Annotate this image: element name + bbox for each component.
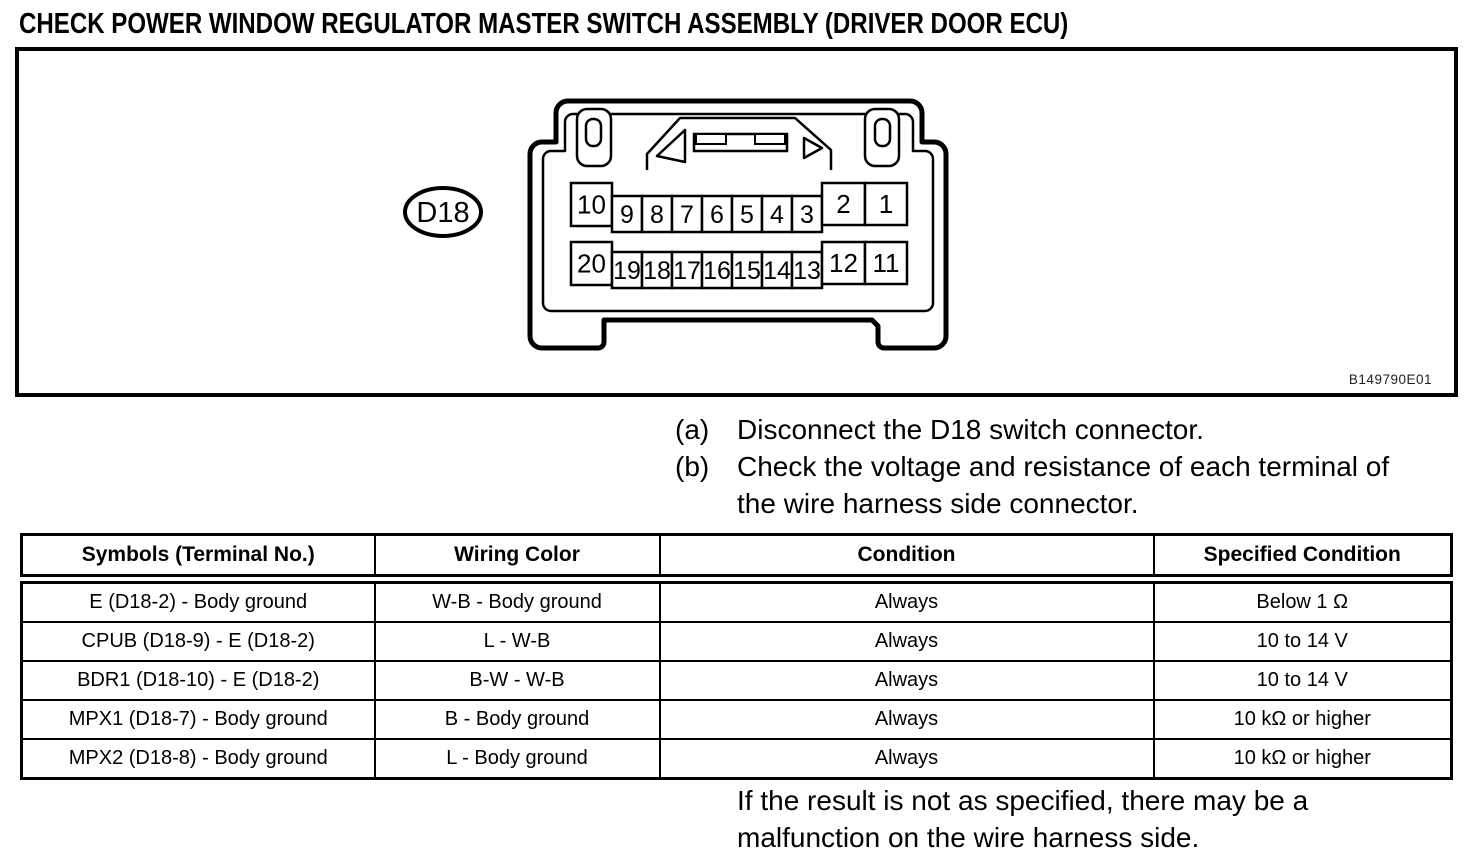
latch-notch-left (695, 133, 727, 145)
step-text: Check the voltage and resistance of each… (737, 451, 1390, 519)
table-cell: Always (658, 578, 1155, 623)
table-cell: 10 to 14 V (1152, 660, 1453, 701)
pin-number: 4 (770, 201, 784, 229)
pin-number: 17 (673, 257, 701, 285)
pin-number: 14 (763, 257, 791, 285)
table-cell: BDR1 (D18-10) - E (D18-2) (20, 660, 376, 701)
table-cell: Always (658, 660, 1155, 701)
pin-box (730, 194, 764, 234)
pin-number: 12 (829, 248, 858, 278)
pin-box (700, 194, 734, 234)
procedure-step: (a) Disconnect the D18 switch connector. (675, 411, 1420, 448)
left-tab-slot (584, 117, 603, 148)
table-cell: MPX2 (D18-8) - Body ground (20, 738, 376, 780)
pin-box (610, 250, 644, 290)
pin-number: 15 (733, 257, 761, 285)
connector-inner-line (541, 112, 935, 313)
table-cell: 10 kΩ or higher (1152, 699, 1453, 740)
table-cell: MPX1 (D18-7) - Body ground (20, 699, 376, 740)
pin-number: 7 (680, 201, 694, 229)
column-header: Specified Condition (1152, 533, 1453, 584)
step-marker: (a) (675, 414, 710, 445)
procedure-step: (b) Check the voltage and resistance of e… (675, 448, 1420, 522)
pin-number: 16 (703, 257, 731, 285)
pin-number: 1 (879, 189, 893, 219)
pin-number: 6 (710, 201, 724, 229)
latch-wedge-right (802, 136, 824, 160)
procedure-steps: (a)Disconnect the D18 switch connector.(… (675, 411, 1420, 522)
pin-box (569, 240, 614, 287)
pin-number: 5 (740, 201, 754, 229)
pin-number: 13 (793, 257, 821, 285)
pin-box (863, 240, 909, 286)
pin-box (670, 250, 704, 290)
table-cell: B-W - W-B (373, 660, 661, 701)
table-cell: Always (658, 738, 1155, 780)
pin-number: 18 (643, 257, 671, 285)
pin-number: 20 (577, 249, 606, 279)
table-cell: E (D18-2) - Body ground (20, 578, 376, 623)
page-title: CHECK POWER WINDOW REGULATOR MASTER SWIT… (19, 8, 1069, 40)
pin-number: 11 (873, 248, 900, 278)
pin-number: 8 (650, 201, 664, 229)
column-header: Condition (658, 533, 1155, 584)
pin-number: 3 (800, 201, 814, 229)
connector-label: D18 (416, 197, 469, 229)
figure-code: B149790E01 (1348, 372, 1432, 387)
table-cell: Always (658, 699, 1155, 740)
step-marker: (b) (675, 451, 710, 482)
pin-number: 9 (620, 201, 634, 229)
pin-box (610, 194, 644, 234)
table-cell: Always (658, 621, 1155, 662)
result-note: If the result is not as specified, there… (737, 785, 1309, 853)
right-tab-slot (873, 117, 892, 148)
latch-wedge-left (655, 128, 687, 164)
table-cell: CPUB (D18-9) - E (D18-2) (20, 621, 376, 662)
column-header: Wiring Color (373, 533, 661, 584)
connector-label-ellipse (403, 186, 483, 238)
pin-box (670, 194, 704, 234)
table-cell: L - Body ground (373, 738, 661, 780)
pin-box (863, 181, 909, 227)
table-cell: 10 kΩ or higher (1152, 738, 1453, 780)
pin-number: 10 (577, 190, 606, 220)
latch-notch-right (754, 133, 786, 145)
latch-outline (645, 116, 833, 170)
column-header: Symbols (Terminal No.) (20, 533, 376, 584)
pin-box (820, 240, 867, 286)
pin-number: 2 (836, 189, 850, 219)
table-cell: B - Body ground (373, 699, 661, 740)
pin-number: 19 (613, 257, 641, 285)
table-cell: Below 1 Ω (1152, 578, 1453, 623)
table-cell: L - W-B (373, 621, 661, 662)
pin-box (820, 181, 867, 227)
pin-box (790, 194, 824, 234)
step-text: Disconnect the D18 switch connector. (737, 414, 1204, 445)
table-cell: W-B - Body ground (373, 578, 661, 623)
table-cell: 10 to 14 V (1152, 621, 1453, 662)
